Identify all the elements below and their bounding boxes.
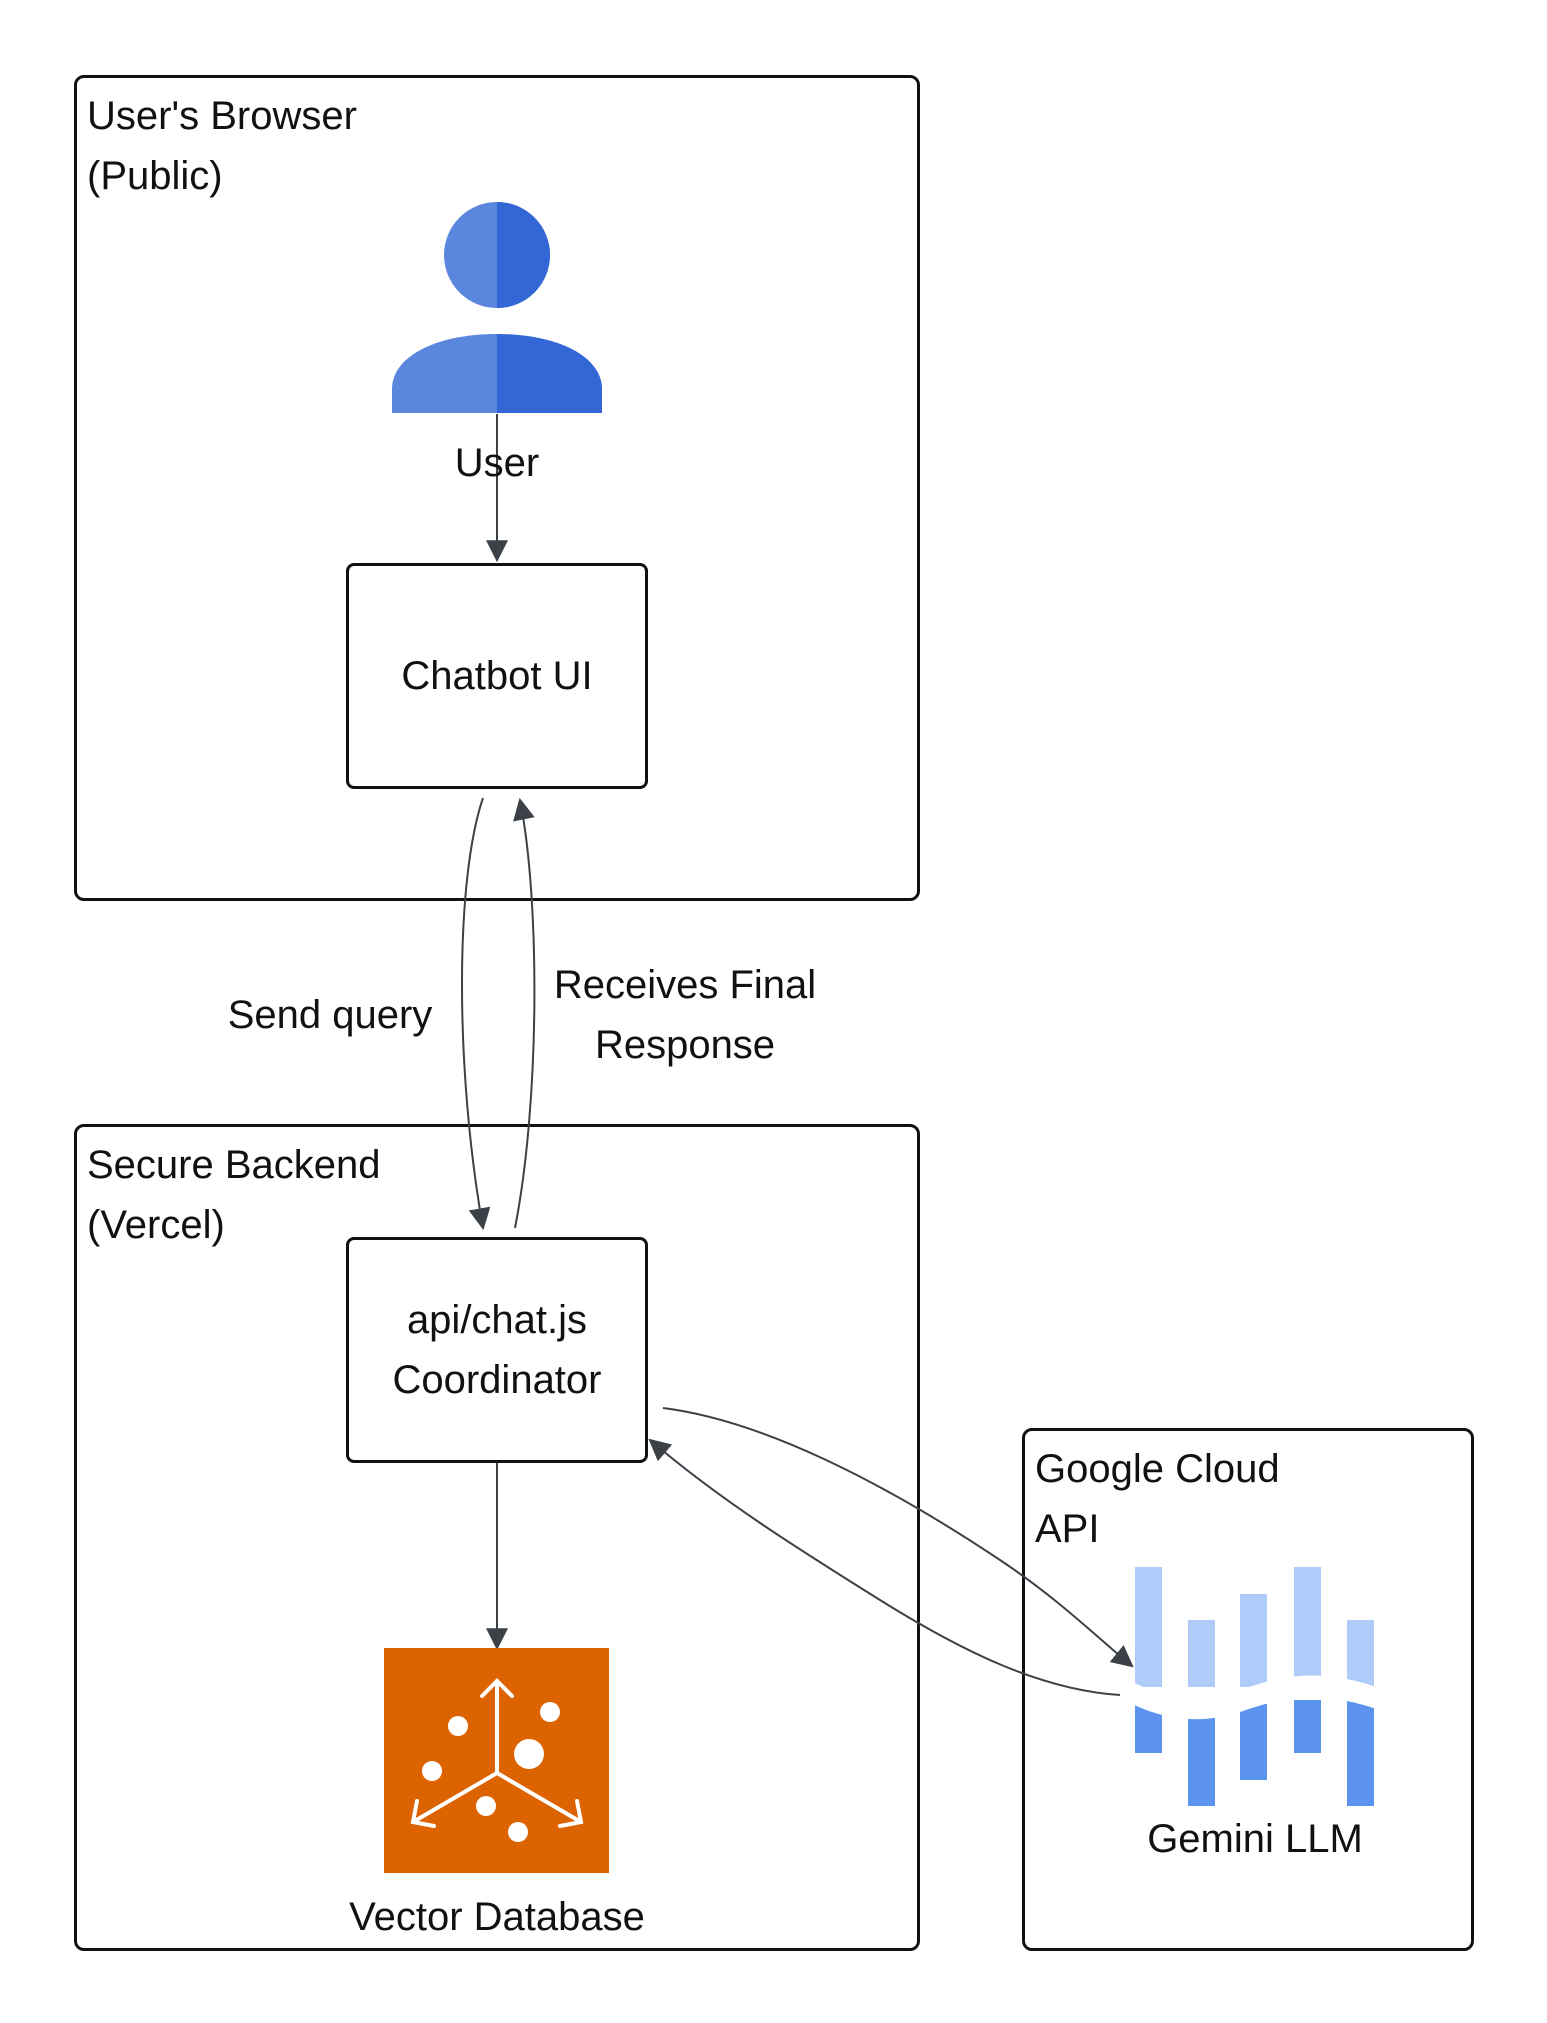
edge-coordinator-to-gemini	[662, 1407, 1134, 1668]
vector-database-icon	[384, 1648, 609, 1873]
coordinator-node[interactable]: api/chat.js Coordinator	[346, 1237, 648, 1463]
edge-label-receives-final-response: Receives Final Response	[553, 963, 817, 1067]
user-icon	[392, 202, 602, 413]
edge-gemini-to-coordinator	[648, 1438, 1121, 1696]
edge-send-query	[461, 797, 491, 1231]
vector-database-label: Vector Database	[349, 1895, 645, 1939]
edge-receives-final-response	[513, 797, 536, 1229]
gemini-llm-label: Gemini LLM	[1147, 1817, 1363, 1861]
user-label: User	[454, 441, 540, 485]
gemini-icon	[1125, 1567, 1385, 1806]
group-title-users-browser: User's Browser (Public)	[87, 94, 357, 198]
edge-label-send-query: Send query	[227, 993, 433, 1037]
group-google-cloud-api: Google Cloud API	[1022, 1428, 1474, 1951]
group-users-browser: User's Browser (Public)	[74, 75, 920, 901]
group-secure-backend: Secure Backend (Vercel)	[74, 1124, 920, 1951]
group-title-google-cloud-api: Google Cloud API	[1035, 1447, 1280, 1551]
group-title-secure-backend: Secure Backend (Vercel)	[87, 1143, 381, 1247]
chatbot-ui-node[interactable]: Chatbot UI	[346, 563, 648, 789]
